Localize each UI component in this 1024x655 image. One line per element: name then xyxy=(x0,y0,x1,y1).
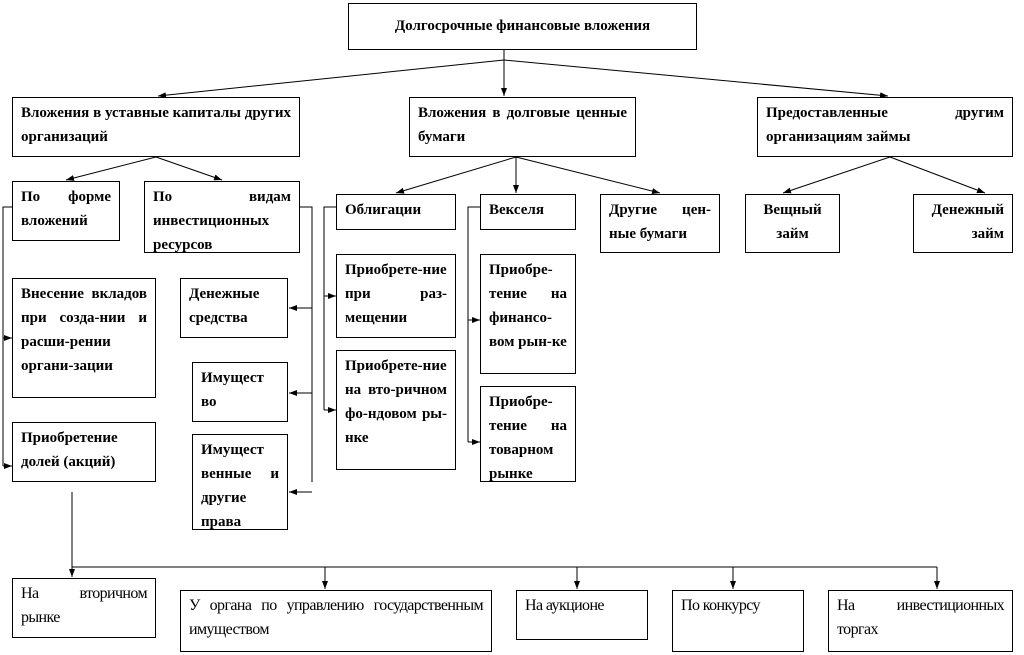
bills-financial-box: Приобре-тение на финансо-вом рын-ке xyxy=(480,254,576,374)
monetary-loan-box: Денежный займ xyxy=(913,194,1013,253)
shares-box: Приобретение долей (акций) xyxy=(12,422,156,482)
arrow-title-loans xyxy=(503,59,889,99)
charter-capital-box: Вложения в уставные капиталы других орга… xyxy=(12,97,300,157)
by-resources-box: По видам инвестиционных ресурсов xyxy=(144,181,300,253)
investment-trades-box: На инвестиционных торгах xyxy=(828,590,1013,652)
arrow-title-charter xyxy=(157,59,505,99)
material-loan-box: Вещный займ xyxy=(745,194,840,253)
bonds-placement-box: Приобрете-ние при раз-мещении xyxy=(336,254,456,338)
root-box: Долгосрочные финансовые вложения xyxy=(348,3,697,50)
debt-securities-box: Вложения в долговые ценные бумаги xyxy=(409,97,636,157)
bonds-box: Облигации xyxy=(336,194,456,230)
property-rights-box: Имущест венные и другие права xyxy=(192,434,288,530)
cash-box: Денежные средства xyxy=(180,278,288,338)
bonds-secondary-box: Приобрете-ние на вто-ричном фо-ндовом ры… xyxy=(336,350,456,470)
auction-box: На аукционе xyxy=(516,590,648,640)
by-form-box: По форме вложений xyxy=(12,181,120,241)
state-body-box: У органа по управлению государственным и… xyxy=(180,590,492,652)
other-securities-box: Другие цен-ные бумаги xyxy=(600,194,720,253)
bills-commodity-box: Приобре-тение на товарном рынке xyxy=(480,386,576,482)
property-box: Имущест во xyxy=(192,362,288,422)
bills-box: Векселя xyxy=(480,194,576,230)
contribution-box: Внесение вкладов при созда-нии и расши-р… xyxy=(12,278,156,398)
tender-box: По конкурсу xyxy=(672,590,804,652)
secondary-market-box: На вторичном рынке xyxy=(12,578,156,638)
loans-box: Предоставленные другим организациям займ… xyxy=(757,97,1013,157)
